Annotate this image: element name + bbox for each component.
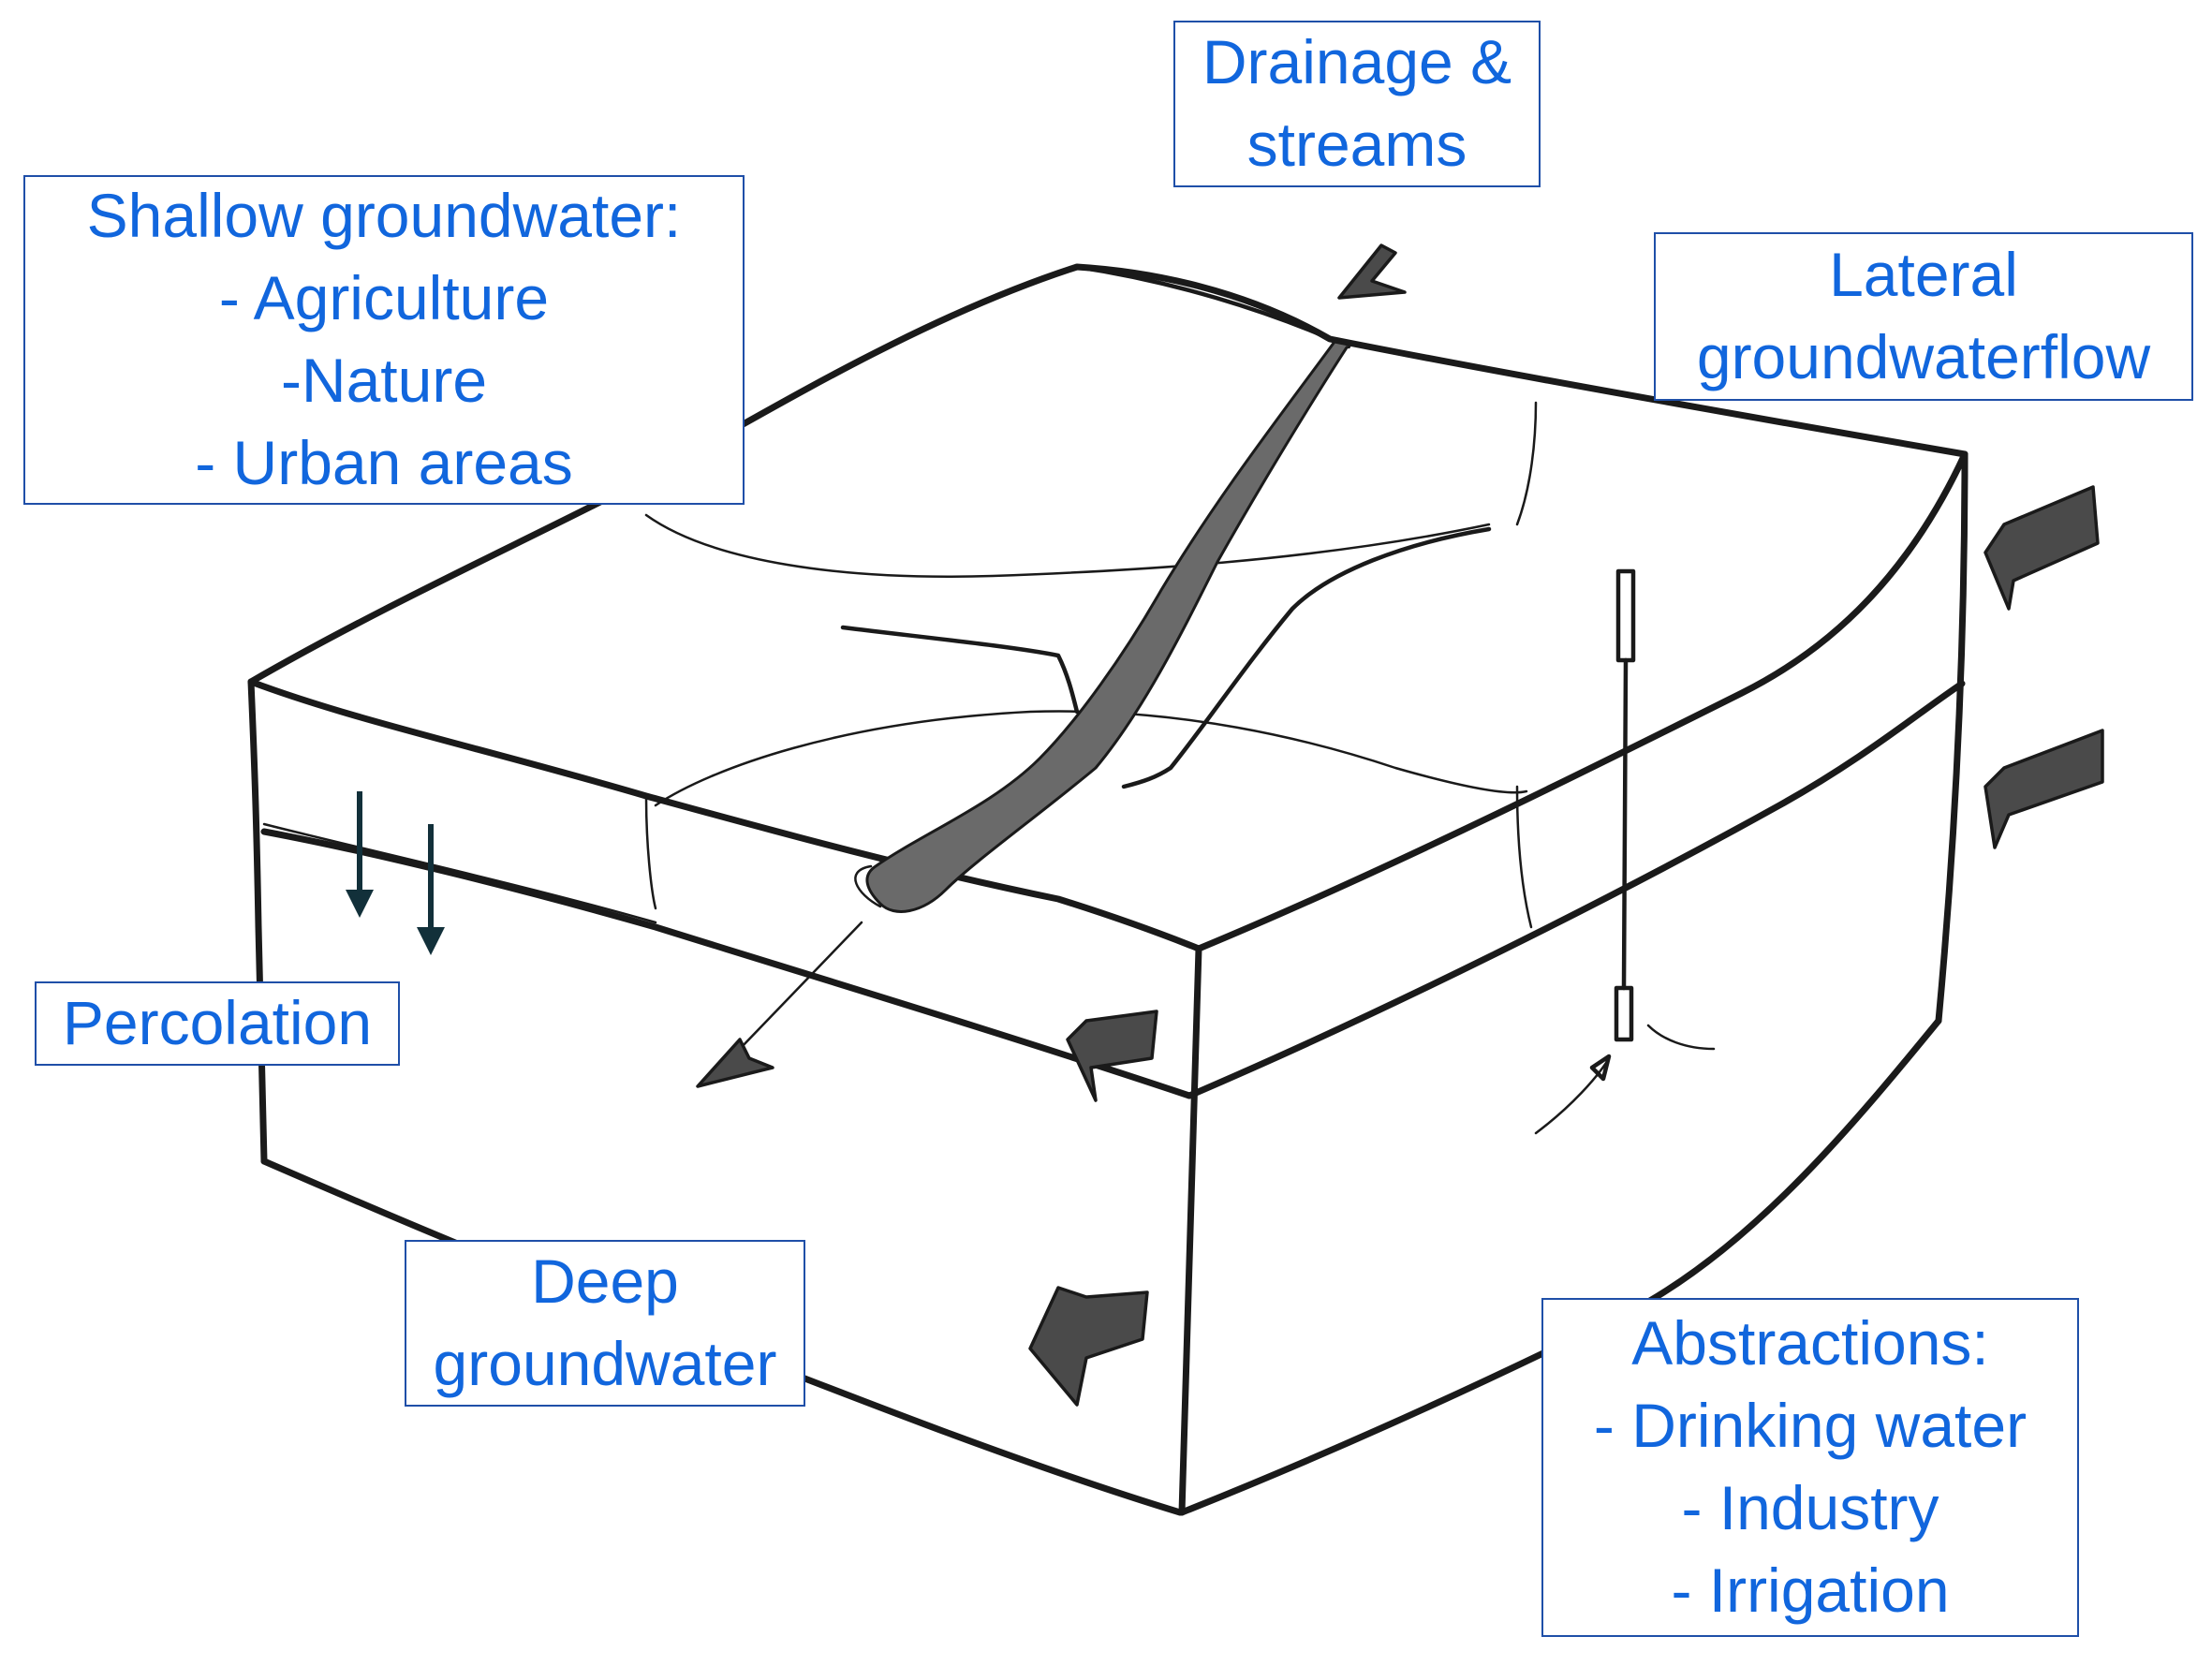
shallow-item-urban: - Urban areas (195, 427, 573, 497)
shallow-item-nature: -Nature (280, 346, 488, 415)
percolation-label: Percolation (35, 981, 400, 1066)
deep-flow-arrow-icon (1028, 1286, 1149, 1407)
abstractions-label: Abstractions: - Drinking water - Industr… (1541, 1298, 2079, 1637)
drainage-line-1: Drainage & (1202, 27, 1512, 97)
drainage-line-2: streams (1246, 110, 1467, 179)
shallow-flow-arrow-icon (1066, 1010, 1158, 1102)
lateral-line-2: groundwaterflow (1696, 322, 2151, 391)
front-corner-edge (1178, 945, 1202, 1516)
deep-line-1: Deep (531, 1246, 679, 1317)
drainage-arrow-icon (1337, 243, 1407, 300)
abstractions-item-industry: - Industry (1681, 1473, 1939, 1542)
stream-channel (854, 340, 1351, 913)
lateral-flow-arrow-upper-icon (1983, 485, 2100, 611)
abstractions-item-irrigation: - Irrigation (1671, 1555, 1950, 1625)
drainage-streams-label: Drainage & streams (1173, 21, 1541, 187)
deep-line-2: groundwater (433, 1329, 777, 1398)
shallow-item-agriculture: - Agriculture (218, 263, 550, 333)
shallow-groundwater-label: Shallow groundwater: - Agriculture -Natu… (23, 175, 745, 505)
shallow-groundwater-title: Shallow groundwater: (86, 181, 682, 251)
lateral-flow-arrow-lower-icon (1983, 729, 2104, 849)
valley-lines (840, 526, 1492, 789)
abstractions-item-drinking-water: - Drinking water (1593, 1391, 2028, 1461)
well-pipe (1534, 568, 1716, 1135)
percolation-text: Percolation (62, 988, 373, 1058)
abstractions-title: Abstractions: (1631, 1308, 1989, 1379)
seepage-arrow-icon (696, 921, 863, 1088)
lateral-line-1: Lateral (1829, 240, 2018, 310)
top-surface-outline (247, 263, 1969, 952)
deep-groundwater-label: Deep groundwater (405, 1240, 805, 1407)
surface-relief-lines (644, 401, 1538, 929)
lateral-groundwaterflow-label: Lateral groundwaterflow (1654, 232, 2193, 401)
